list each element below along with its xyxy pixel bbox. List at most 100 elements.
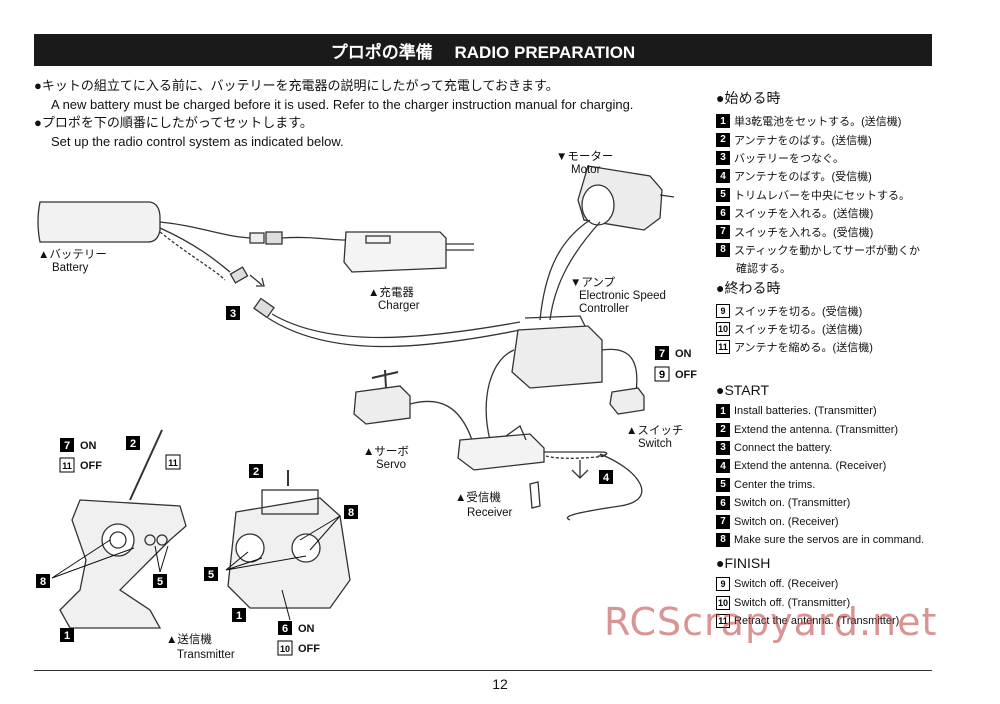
step-text: Switch on. (Receiver) <box>734 515 839 528</box>
step-text: Switch on. (Transmitter) <box>734 497 851 510</box>
footer-rule <box>34 670 932 671</box>
step-text: アンテナをのばす。(送信機) <box>734 134 872 147</box>
step-number: 4 <box>716 459 730 474</box>
steps-ja: ●始める時 1 単3乾電池をセットする。(送信機) 2 アンテナをのばす。(送信機) 3… <box>716 88 920 357</box>
step-number: 3 <box>716 440 730 455</box>
off-label-stick: OFF <box>298 643 320 655</box>
step-number: 11 <box>716 614 730 629</box>
receiver-label-ja: ▲受信機 <box>455 490 501 504</box>
step-num-10-stick: 10 <box>280 644 290 654</box>
charger-label-en: Charger <box>378 300 420 312</box>
servo-label-ja: ▲サーボ <box>363 445 409 458</box>
step-num-9: 9 <box>659 369 665 381</box>
step-item: 5 トリムレバーを中央にセットする。 <box>716 186 920 204</box>
step-number: 8 <box>716 242 730 257</box>
step-text: バッテリーをつなぐ。 <box>734 152 844 165</box>
step-item: 1 単3乾電池をセットする。(送信機) <box>716 112 920 130</box>
step-number: 2 <box>716 422 730 437</box>
step-text: Switch off. (Receiver) <box>734 578 839 591</box>
switch-label-en: Switch <box>638 438 672 450</box>
battery-label-ja: ▲バッテリー <box>38 248 107 261</box>
off-label: OFF <box>675 369 697 381</box>
step-text: Install batteries. (Transmitter) <box>734 405 877 418</box>
watermark: RCScrapyard.net <box>604 600 938 644</box>
step-num-6-stick: 6 <box>282 623 288 635</box>
step-number: 2 <box>716 132 730 147</box>
step-item: 10 Switch off. (Transmitter) <box>716 594 924 612</box>
step-text: トリムレバーを中央にセットする。 <box>734 189 910 202</box>
intro-line1-en: A new battery must be charged before it … <box>51 96 634 112</box>
step-text: スイッチを入れる。(送信機) <box>734 208 874 221</box>
step-item: 4 Extend the antenna. (Receiver) <box>716 457 924 475</box>
step-item: 7 スイッチを入れる。(受信機) <box>716 222 920 240</box>
step-item: 11 Retract the antenna. (Transmitter) <box>716 612 924 630</box>
step-number: 1 <box>716 114 730 129</box>
step-text: Switch off. (Transmitter) <box>734 596 851 609</box>
step-num-5-tx: 5 <box>157 576 163 588</box>
step-number: 3 <box>716 150 730 165</box>
step-item: 8 スティックを動かしてサーボが動くか <box>716 241 920 259</box>
step-num-3: 3 <box>230 308 236 320</box>
step-text: スティックを動かしてサーボが動くか <box>734 244 921 257</box>
charger <box>343 231 447 273</box>
step-text: スイッチを入れる。(受信機) <box>734 226 874 239</box>
step-num-11-tx: 11 <box>62 461 72 471</box>
step-text: スイッチを切る。(受信機) <box>734 305 863 318</box>
step-num-1-tx: 1 <box>64 630 70 642</box>
servo-label-en: Servo <box>376 459 406 471</box>
esc-label-ja: ▼アンプ <box>570 276 616 289</box>
step-num-2-tx: 2 <box>130 438 136 450</box>
esc-label-en1: Electronic Speed <box>579 290 666 302</box>
off-label-tx: OFF <box>80 460 102 472</box>
transmitter-pistol <box>59 499 187 629</box>
step-num-7: 7 <box>659 348 665 360</box>
step-number: 10 <box>716 595 730 610</box>
transmitter-label-ja: ▲送信機 <box>166 632 212 646</box>
step-text: Make sure the servos are in command. <box>734 533 925 546</box>
on-label: ON <box>675 348 692 360</box>
step-number: 7 <box>716 224 730 239</box>
step-text: Extend the antenna. (Transmitter) <box>734 423 899 436</box>
step-num-1-stick: 1 <box>236 610 242 622</box>
start-ja-title: ●始める時 <box>716 90 781 106</box>
step-num-7-tx: 7 <box>64 440 70 452</box>
step-num-2-stick: 2 <box>253 466 259 478</box>
transmitter-label-en: Transmitter <box>177 649 235 661</box>
motor-label-ja: ▼モーター <box>556 150 613 163</box>
battery-label-en: Battery <box>52 262 89 274</box>
esc-label-en2: Controller <box>579 303 629 315</box>
step-number: 11 <box>716 340 730 355</box>
step-number: 9 <box>716 577 730 592</box>
step-num-4: 4 <box>603 472 610 484</box>
step-number: 8 <box>716 532 730 547</box>
step-text: スイッチを切る。(送信機) <box>734 324 863 337</box>
step-text: Retract the antenna. (Transmitter) <box>734 615 900 628</box>
receiver <box>457 433 545 471</box>
receiver-label-en: Receiver <box>467 507 513 519</box>
step-text: Extend the antenna. (Receiver) <box>734 460 887 473</box>
step-number: 5 <box>716 477 730 492</box>
step-item: 3 バッテリーをつなぐ。 <box>716 149 920 167</box>
step-item: 9 スイッチを切る。(受信機) <box>716 302 920 320</box>
step-number: 5 <box>716 187 730 202</box>
finish-ja-title: ●終わる時 <box>716 279 781 296</box>
finish-en-title: ●FINISH <box>716 555 771 572</box>
intro-text: ●キットの組立てに入る前に、バッテリーを充電器の説明にしたがって充電しておきます… <box>34 77 633 151</box>
step-number: 9 <box>716 303 730 318</box>
servo <box>353 385 411 425</box>
step-item: 5 Center the trims. <box>716 476 924 494</box>
step-text: 単3乾電池をセットする。(送信機) <box>734 116 902 129</box>
page-number: 12 <box>492 676 508 692</box>
step-text: Center the trims. <box>734 478 816 491</box>
page-header: プロポの準備 RADIO PREPARATION <box>34 34 932 66</box>
on-label-stick: ON <box>298 623 315 635</box>
esc <box>511 325 603 389</box>
